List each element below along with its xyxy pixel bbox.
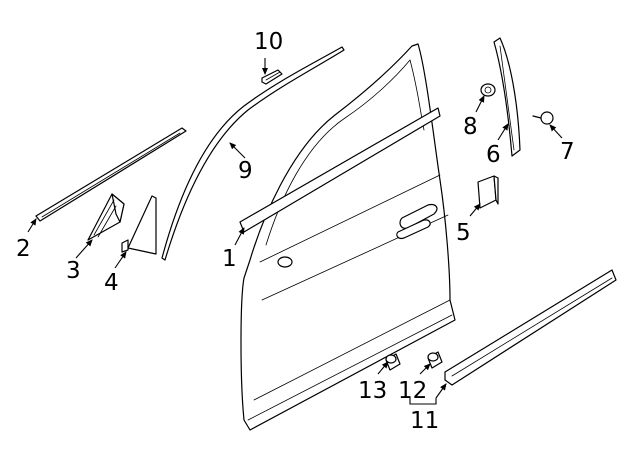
part-8-grommet: [480, 83, 496, 97]
callout-5: 5: [456, 220, 471, 246]
callout-13: 13: [358, 378, 387, 404]
door-handle: [396, 203, 438, 240]
callout-9: 9: [238, 158, 253, 184]
callout-10: 10: [254, 29, 283, 55]
part-6-pillar-applique: [493, 37, 521, 157]
part-5-bracket: [477, 175, 499, 209]
leader-lines: [27, 58, 563, 405]
part-9-frame-molding: [161, 46, 345, 261]
callout-2: 2: [16, 236, 31, 262]
callout-4: 4: [104, 270, 119, 296]
callout-12: 12: [398, 378, 427, 404]
part-10-clip: [261, 69, 283, 85]
part-11-rocker-molding: [444, 269, 617, 386]
callout-8: 8: [463, 114, 478, 140]
callout-1: 1: [222, 246, 237, 272]
part-13-clip: [385, 353, 401, 371]
part-4-corner-cover: [121, 195, 157, 255]
part-1-door: [239, 43, 456, 431]
callout-6: 6: [486, 142, 501, 168]
callout-7: 7: [560, 139, 575, 165]
callout-labels: 2 3 4 1 9 10 8 6 7 5 13 12 11: [16, 29, 575, 434]
callout-11: 11: [410, 408, 439, 434]
part-7-push-pin: [532, 111, 554, 125]
part-3-mirror-patch: [87, 193, 125, 241]
part-2-belt-molding: [35, 127, 187, 222]
part-12-clip: [427, 351, 443, 369]
callout-3: 3: [66, 258, 81, 284]
